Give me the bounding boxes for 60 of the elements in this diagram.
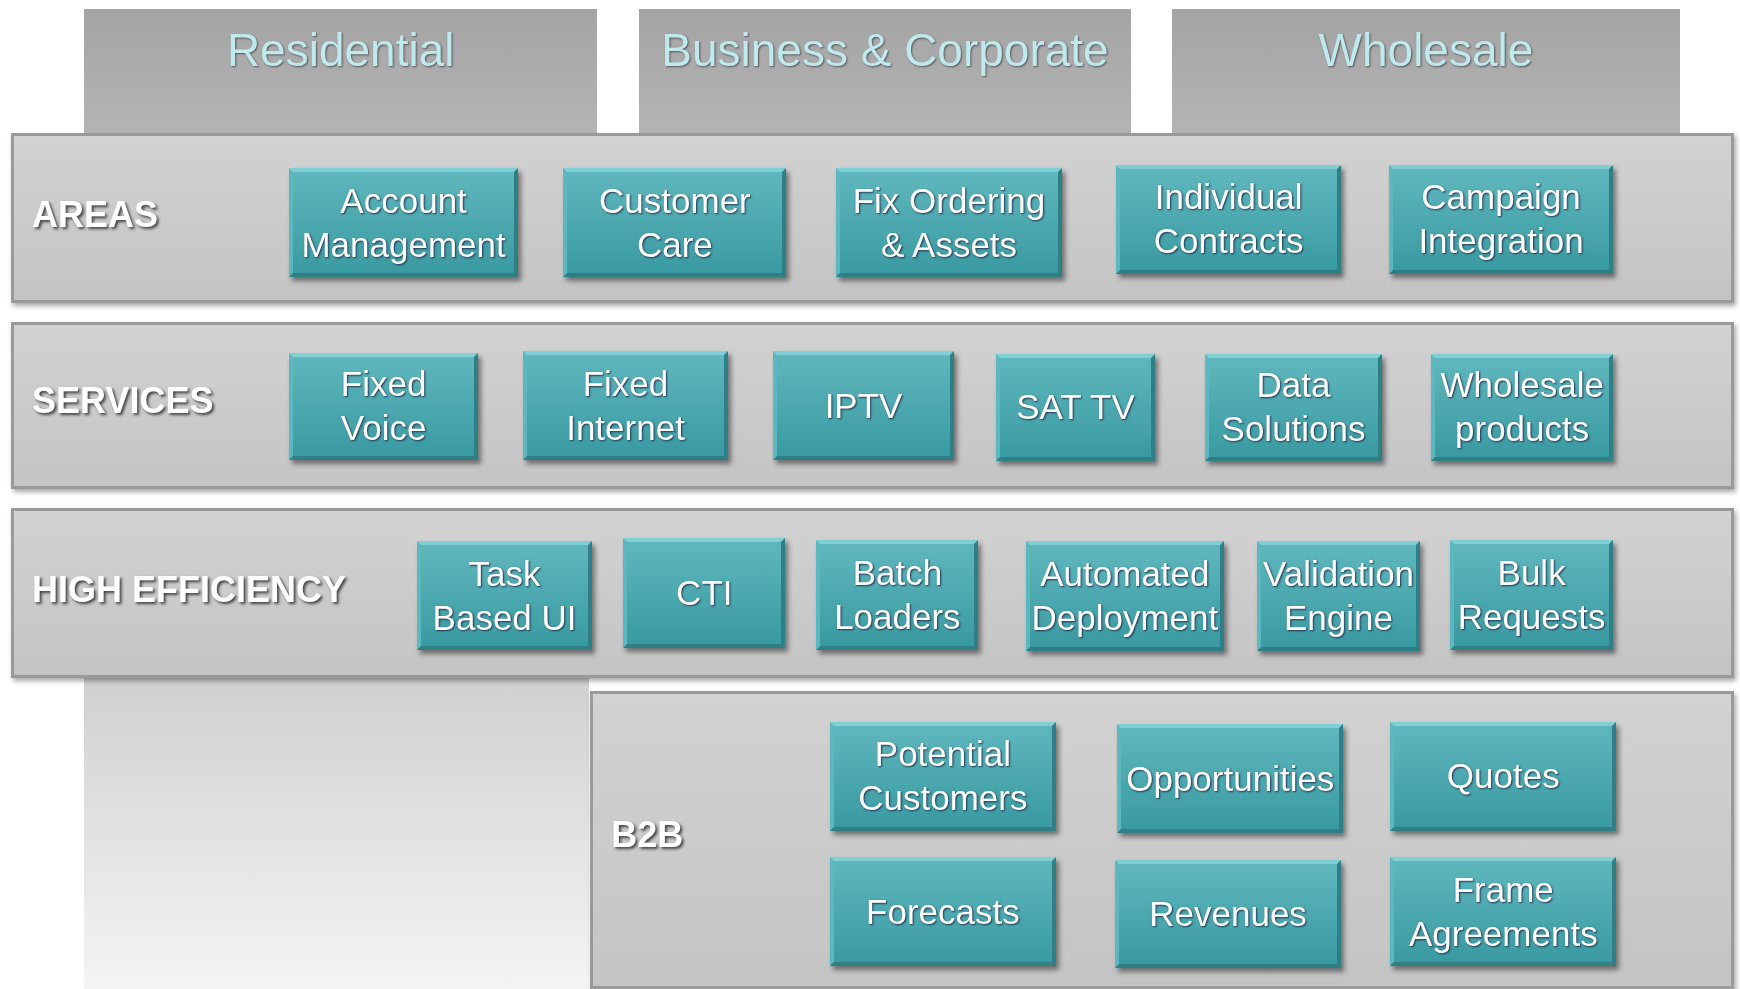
tile-label: Batch Loaders xyxy=(833,552,962,638)
tile xyxy=(563,168,787,278)
tile xyxy=(1390,857,1617,967)
tile xyxy=(1450,540,1614,650)
tile-label: Campaign Integration xyxy=(1417,176,1585,263)
tile-label: Wholesale products xyxy=(1439,364,1605,451)
column-heading: Wholesale xyxy=(1317,22,1535,78)
column-heading: Business & Corporate xyxy=(660,22,1110,78)
layer-band xyxy=(11,133,1735,303)
tile xyxy=(1204,353,1383,462)
tile-label: Opportunities xyxy=(1125,757,1336,800)
tile-label: SAT TV xyxy=(1015,386,1136,429)
layer-title: SERVICES xyxy=(32,380,214,423)
tile-label: IPTV xyxy=(823,384,904,427)
tile-label: Validation Engine xyxy=(1261,553,1416,640)
tile-label: Forecasts xyxy=(865,890,1021,933)
column-band xyxy=(84,8,597,134)
tile-label: Frame Agreements xyxy=(1407,868,1599,955)
tile xyxy=(1431,353,1614,462)
tile-label: Individual Contracts xyxy=(1152,176,1305,263)
tile-label: Automated Deployment xyxy=(1030,553,1220,640)
tile-label: Fixed Voice xyxy=(339,363,428,450)
tile xyxy=(996,353,1155,462)
tile xyxy=(1026,541,1224,652)
tile xyxy=(289,168,518,278)
column-band xyxy=(639,8,1131,134)
tile-label: Customer Care xyxy=(598,179,752,266)
tile-label: Bulk Requests xyxy=(1456,552,1607,638)
tile-label: Task Based UI xyxy=(431,552,578,639)
tile xyxy=(1114,859,1342,969)
layer-title: B2B xyxy=(611,814,684,857)
tile-label: Potential Customers xyxy=(857,733,1029,820)
tile xyxy=(1256,541,1421,652)
tile xyxy=(829,857,1057,967)
tile xyxy=(1389,165,1614,274)
tile xyxy=(623,537,786,648)
tile-label: Fix Ordering & Assets xyxy=(851,179,1047,266)
layer-band xyxy=(11,321,1735,490)
layer-band xyxy=(11,508,1735,678)
layer-band xyxy=(590,691,1735,989)
tile xyxy=(836,168,1062,278)
tile-label: CTI xyxy=(675,571,734,614)
tile xyxy=(829,722,1057,831)
tile-label: Account Management xyxy=(300,179,507,266)
tile xyxy=(1390,722,1617,831)
tile-label: Quotes xyxy=(1445,755,1561,798)
tile-label: Fixed Internet xyxy=(565,362,686,449)
tile xyxy=(1116,165,1342,274)
tile-label: Data Solutions xyxy=(1220,364,1367,451)
column-band xyxy=(1171,8,1681,134)
tile xyxy=(1117,724,1344,834)
tile xyxy=(523,351,728,461)
tile xyxy=(773,351,954,461)
tile xyxy=(816,540,979,650)
tile-label: Revenues xyxy=(1148,893,1308,936)
column-heading: Residential xyxy=(225,22,456,78)
tile xyxy=(289,352,478,461)
layer-title: AREAS xyxy=(32,193,159,236)
tile xyxy=(416,541,593,650)
layer-title: HIGH EFFICIENCY xyxy=(32,568,347,611)
